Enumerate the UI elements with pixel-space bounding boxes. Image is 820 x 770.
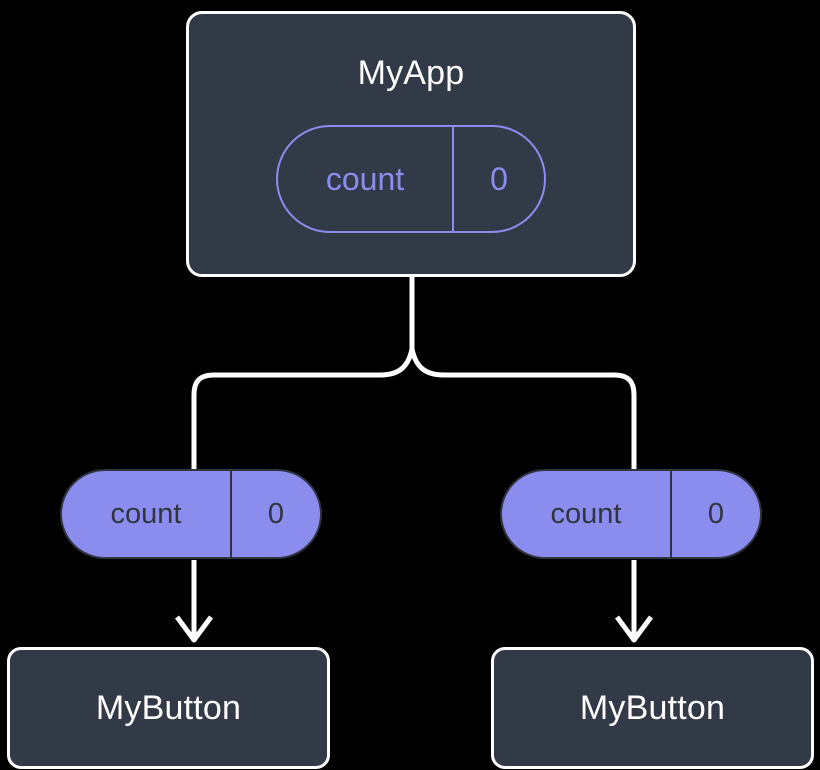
edge-split-right (409, 348, 637, 470)
state-pill-branch-left-key: count (62, 471, 232, 557)
node-mybutton-right-label: MyButton (579, 688, 726, 727)
node-mybutton-left-label: MyButton (95, 688, 242, 727)
state-pill-branch-left[interactable]: count 0 (60, 469, 322, 559)
state-pill-myapp-key: count (278, 127, 454, 231)
state-pill-myapp[interactable]: count 0 (276, 125, 546, 233)
edge-split-left (191, 348, 415, 470)
state-pill-branch-right[interactable]: count 0 (500, 469, 762, 559)
state-pill-branch-right-key: count (502, 471, 672, 557)
state-pill-myapp-value: 0 (490, 160, 508, 197)
state-pill-branch-right-value: 0 (707, 497, 725, 530)
node-mybutton-right[interactable]: MyButton (491, 647, 814, 769)
state-pill-branch-left-value: 0 (267, 497, 285, 530)
node-myapp-label: MyApp (357, 54, 465, 92)
edge-arrow-left-head (174, 615, 214, 643)
edge-arrow-right-head (614, 615, 654, 643)
node-mybutton-left[interactable]: MyButton (7, 647, 330, 769)
